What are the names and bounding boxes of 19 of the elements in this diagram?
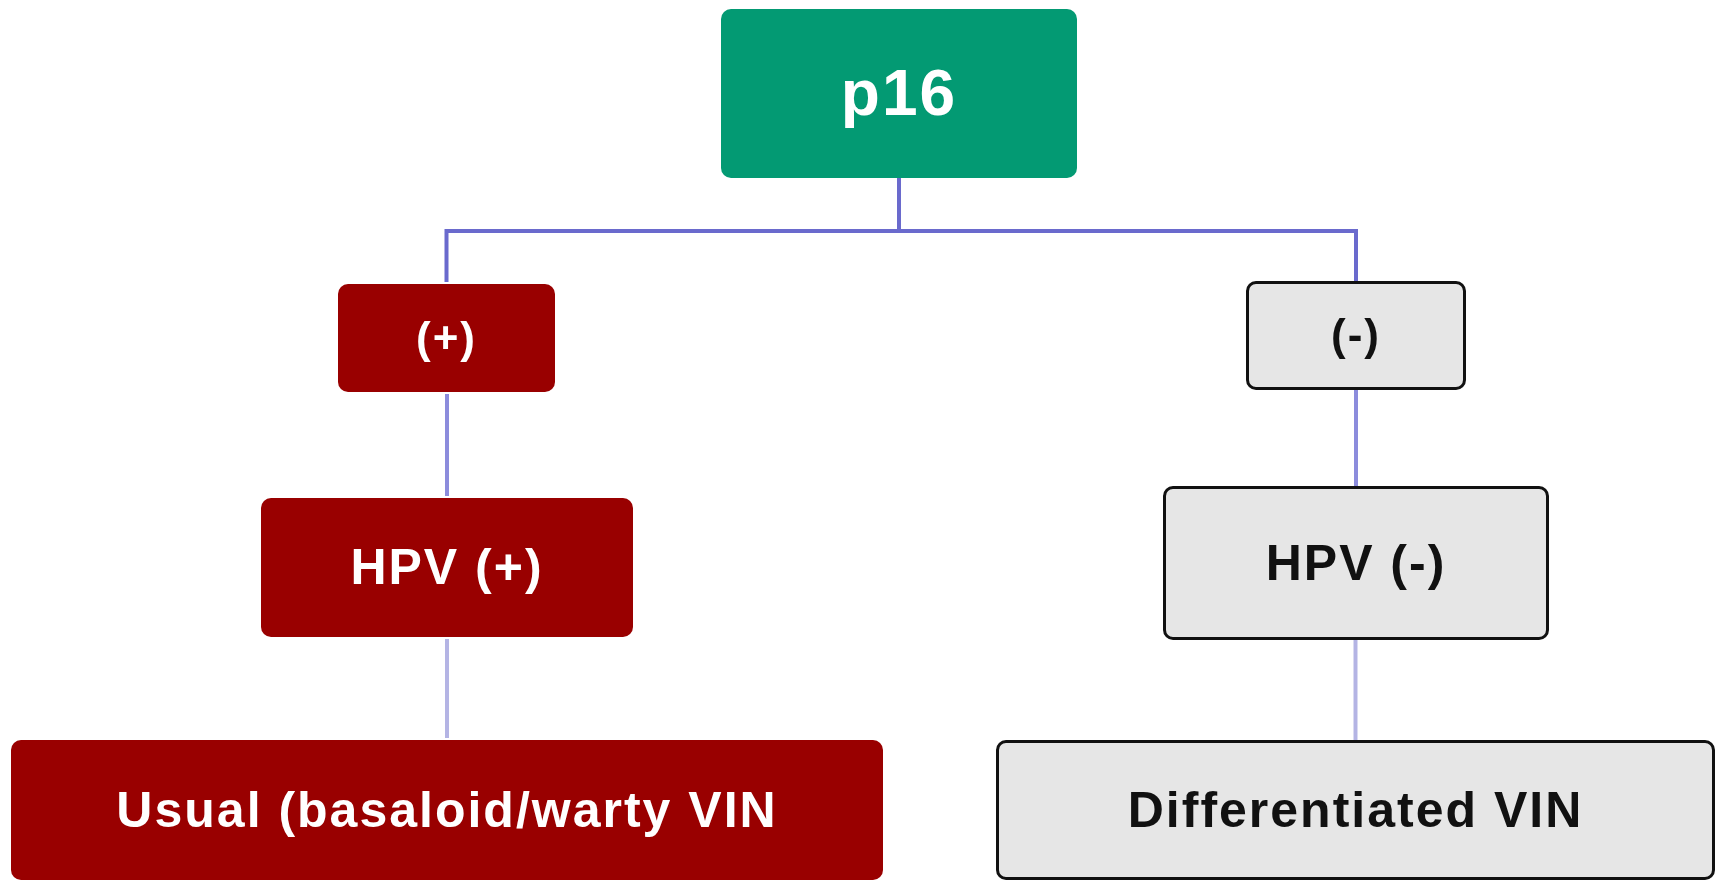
- box-label: HPV (-): [1265, 535, 1447, 591]
- diagnosis-box: [1246, 281, 1466, 390]
- diagnosis-box: [11, 740, 883, 880]
- box-label: Usual (basaloid/warty VIN: [116, 782, 778, 838]
- connector-line: [1354, 390, 1358, 486]
- diagnosis-box: [338, 284, 555, 392]
- connector-line: [445, 637, 449, 740]
- diagnosis-box: [996, 740, 1715, 880]
- connector-line: [445, 392, 449, 498]
- connector-line: [897, 178, 1358, 281]
- diagnosis-box: [261, 498, 633, 637]
- connector-line: [1353, 640, 1358, 740]
- box-label: HPV (+): [350, 540, 544, 595]
- diagnosis-box: [1163, 486, 1549, 640]
- diagnosis-box: [721, 9, 1077, 178]
- box-label: Differentiated VIN: [1127, 782, 1584, 838]
- box-label: (-): [1331, 311, 1381, 360]
- box-label: (+): [416, 313, 477, 363]
- box-label: p16: [840, 58, 958, 129]
